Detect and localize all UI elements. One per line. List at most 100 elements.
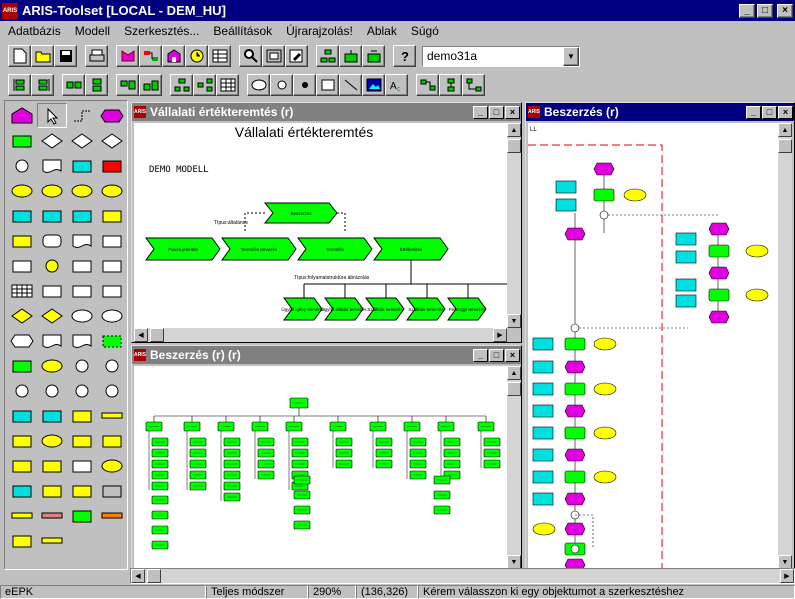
- close-button[interactable]: ×: [505, 348, 520, 362]
- bag-down-icon[interactable]: [362, 45, 385, 67]
- palette-symbol-rect-icon[interactable]: [67, 203, 97, 228]
- palette-symbol-rect-icon[interactable]: [7, 353, 37, 378]
- connector-operator[interactable]: [570, 544, 580, 554]
- palette-symbol-rect-icon[interactable]: [97, 153, 127, 178]
- palette-symbol-circle-icon[interactable]: [97, 378, 127, 403]
- palette-symbol-ellipse-icon[interactable]: [97, 303, 127, 328]
- palette-symbol-bar-icon[interactable]: [97, 503, 127, 528]
- palette-symbol-rect-icon[interactable]: [67, 503, 97, 528]
- new-document-icon[interactable]: [8, 45, 31, 67]
- event[interactable]: [564, 404, 586, 418]
- subprocess-3[interactable]: [406, 297, 446, 321]
- palette-symbol-rect-icon[interactable]: [67, 453, 97, 478]
- palette-symbol-ellipse-icon[interactable]: [37, 353, 67, 378]
- org-unit[interactable]: [675, 294, 697, 308]
- print-icon[interactable]: [85, 45, 108, 67]
- scroll-down-icon[interactable]: ▼: [507, 314, 521, 328]
- palette-symbol-rect-icon[interactable]: [7, 428, 37, 453]
- palette-symbol-doc-icon[interactable]: [37, 328, 67, 353]
- database-select[interactable]: demo31a ▼: [422, 45, 580, 67]
- scroll-up-icon[interactable]: ▲: [778, 123, 792, 137]
- palette-symbol-grid-icon[interactable]: [7, 278, 37, 303]
- event[interactable]: [708, 266, 730, 280]
- palette-symbol-circle-icon[interactable]: [67, 353, 97, 378]
- org-unit[interactable]: [532, 382, 554, 396]
- dot-tool-icon[interactable]: [293, 74, 316, 96]
- scroll-thumb[interactable]: [507, 139, 521, 153]
- circle-tool-icon[interactable]: [270, 74, 293, 96]
- palette-symbol-doc-icon[interactable]: [37, 153, 67, 178]
- palette-symbol-ellipse-icon[interactable]: [97, 453, 127, 478]
- event[interactable]: [708, 310, 730, 324]
- palette-symbol-diamond-icon[interactable]: [7, 303, 37, 328]
- event[interactable]: [564, 227, 586, 241]
- event[interactable]: [593, 162, 615, 176]
- palette-symbol-pointer-icon[interactable]: [37, 103, 67, 128]
- image-tool-icon[interactable]: [362, 74, 385, 96]
- maximize-button[interactable]: □: [489, 105, 504, 119]
- info-object[interactable]: [593, 426, 617, 440]
- connect-split-icon[interactable]: [462, 74, 485, 96]
- palette-symbol-bar-icon[interactable]: [37, 528, 67, 553]
- org-unit[interactable]: [675, 232, 697, 246]
- vertical-scrollbar[interactable]: ▲ ▼: [778, 123, 792, 569]
- scroll-thumb[interactable]: [778, 139, 792, 153]
- palette-symbol-rect-icon[interactable]: [67, 253, 97, 278]
- org-unit[interactable]: [532, 360, 554, 374]
- hierarchy-icon[interactable]: [316, 45, 339, 67]
- window-beszerzes-rr-titlebar[interactable]: ARIS Beszerzés (r) (r) _ □ ×: [132, 346, 521, 364]
- palette-symbol-rect-icon[interactable]: [7, 478, 37, 503]
- palette-symbol-ellipse-icon[interactable]: [67, 178, 97, 203]
- model-canvas-beszerzes-rr[interactable]: [134, 366, 507, 569]
- palette-symbol-rect-icon[interactable]: [7, 403, 37, 428]
- palette-symbol-rect-icon[interactable]: [67, 403, 97, 428]
- palette-symbol-rect-icon[interactable]: [97, 203, 127, 228]
- palette-symbol-diamond-icon[interactable]: [37, 128, 67, 153]
- function[interactable]: [708, 244, 730, 258]
- model-canvas-beszerzes-r[interactable]: LL: [528, 123, 778, 569]
- org-unit[interactable]: [555, 180, 577, 194]
- vertical-scrollbar[interactable]: ▲ ▼: [507, 123, 521, 328]
- info-object[interactable]: [745, 288, 769, 302]
- grid-layout-icon[interactable]: [216, 74, 239, 96]
- menu-beallitasok[interactable]: Beállítások: [213, 24, 273, 38]
- subprocess-1[interactable]: [324, 297, 364, 321]
- palette-symbol-connector-icon[interactable]: [67, 103, 97, 128]
- close-button[interactable]: ×: [505, 105, 520, 119]
- line-tool-icon[interactable]: [339, 74, 362, 96]
- scroll-right-icon[interactable]: ▶: [780, 569, 794, 583]
- palette-symbol-rect-icon[interactable]: [7, 128, 37, 153]
- palette-symbol-rect-icon[interactable]: [67, 153, 97, 178]
- palette-symbol-rect-icon[interactable]: [7, 203, 37, 228]
- palette-symbol-rect-icon[interactable]: [67, 478, 97, 503]
- align-left-icon[interactable]: [8, 74, 31, 96]
- function[interactable]: [564, 337, 586, 351]
- palette-symbol-diamond-icon[interactable]: [37, 303, 67, 328]
- function-tool-icon[interactable]: [139, 45, 162, 67]
- align-vertical-icon[interactable]: [85, 74, 108, 96]
- process-2[interactable]: [297, 237, 373, 261]
- align-top-icon[interactable]: [116, 74, 139, 96]
- event[interactable]: [564, 558, 586, 569]
- palette-symbol-rect-icon[interactable]: [37, 203, 67, 228]
- org-unit[interactable]: [532, 470, 554, 484]
- minimize-button[interactable]: _: [473, 348, 488, 362]
- palette-symbol-rect-icon[interactable]: [7, 528, 37, 553]
- chevron-down-icon[interactable]: ▼: [563, 46, 579, 66]
- palette-symbol-bar-icon[interactable]: [97, 403, 127, 428]
- info-object[interactable]: [593, 382, 617, 396]
- info-object[interactable]: [623, 188, 647, 202]
- view-icon[interactable]: [262, 45, 285, 67]
- palette-symbol-ellipse-icon[interactable]: [37, 428, 67, 453]
- align-bottom-icon[interactable]: [139, 74, 162, 96]
- palette-symbol-rect-icon[interactable]: [97, 428, 127, 453]
- scroll-thumb[interactable]: [507, 382, 521, 396]
- function[interactable]: [564, 470, 586, 484]
- bag-up-icon[interactable]: [339, 45, 362, 67]
- org-unit[interactable]: [532, 337, 554, 351]
- menu-adatbazis[interactable]: Adatbázis: [8, 24, 61, 38]
- process-3[interactable]: [373, 237, 449, 261]
- maximize-button[interactable]: □: [757, 3, 773, 18]
- tree-layout-icon[interactable]: [170, 74, 193, 96]
- event[interactable]: [564, 492, 586, 506]
